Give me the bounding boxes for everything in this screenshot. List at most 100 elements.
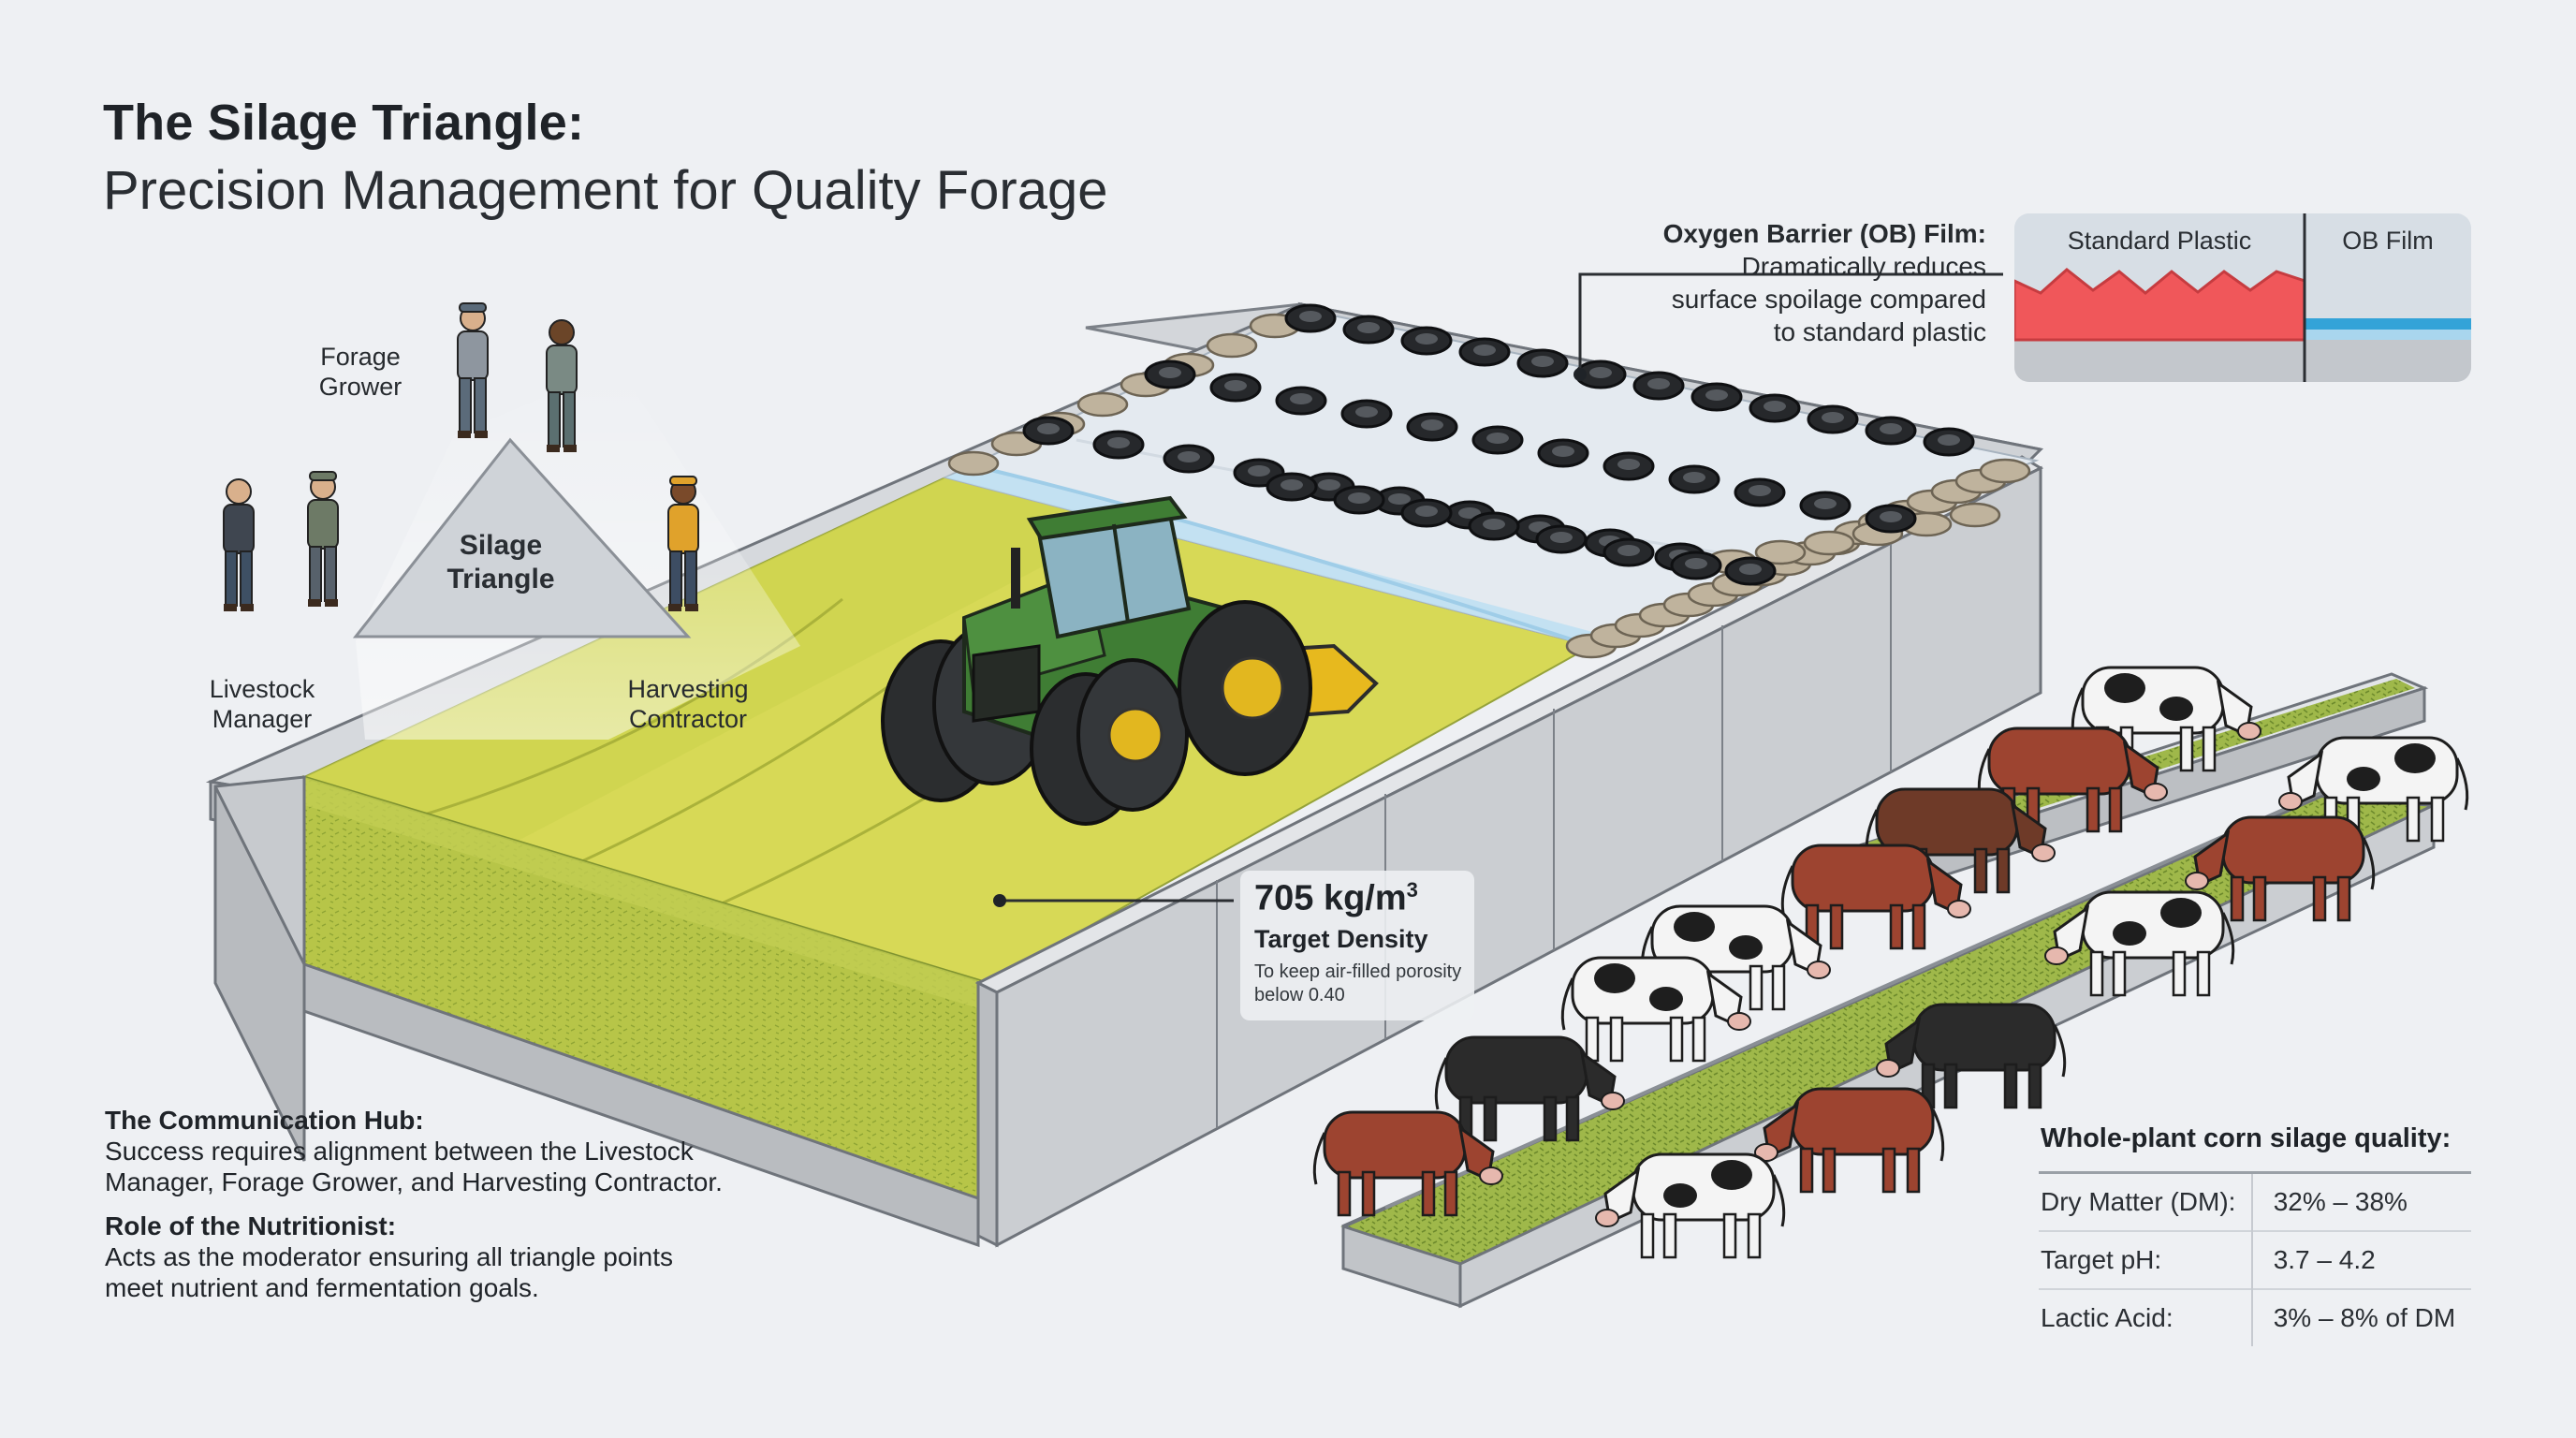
- tire-icon: [1400, 498, 1453, 528]
- tire-icon: [1670, 550, 1722, 580]
- hub-heading: The Communication Hub:: [105, 1106, 424, 1135]
- tire-icon: [1807, 404, 1859, 434]
- tire-icon: [1406, 412, 1458, 442]
- cow-icon: [1312, 1110, 1503, 1217]
- table-row: Target pH: 3.7 – 4.2: [2039, 1231, 2471, 1289]
- sandbag-icon: [1949, 502, 2001, 528]
- tire-icon: [1400, 326, 1453, 356]
- standard-plastic-label: Standard Plastic: [2067, 227, 2252, 255]
- tire-icon: [1724, 556, 1777, 586]
- density-value-text: 705 kg/m: [1254, 878, 1407, 918]
- tire-icon: [1163, 444, 1215, 474]
- tire-icon: [1603, 537, 1655, 567]
- tire-icon: [1471, 425, 1524, 455]
- tire-icon: [1468, 511, 1520, 541]
- tire-icon: [1632, 371, 1685, 401]
- tire-icon: [1266, 472, 1318, 502]
- tire-icon: [1690, 382, 1743, 412]
- density-label: Target Density: [1254, 925, 1428, 953]
- sandbag-icon: [1803, 530, 1855, 556]
- ob-text-line3: to standard plastic: [1773, 317, 1986, 346]
- person-icon: [307, 471, 339, 607]
- tire-icon: [1144, 360, 1196, 389]
- person-icon: [457, 302, 489, 438]
- density-note: To keep air-filled porosity below 0.40: [1254, 961, 1462, 1005]
- ob-heading: Oxygen Barrier (OB) Film:: [1662, 219, 1986, 248]
- tire-icon: [1284, 303, 1337, 333]
- tire-icon: [1516, 348, 1569, 378]
- cow-icon: [1865, 787, 2056, 894]
- forage-grower-label: Forage Grower: [318, 343, 402, 401]
- oxygen-barrier-callout: Oxygen Barrier (OB) Film: Dramatically r…: [1663, 217, 1986, 348]
- ob-comparison-panel: Standard Plastic OB Film: [2014, 213, 2471, 382]
- cow-icon: [1780, 844, 1971, 950]
- person-icon: [223, 478, 255, 611]
- nutritionist-text: Acts as the moderator ensuring all trian…: [105, 1242, 673, 1302]
- ob-text-line2: surface spoilage compared: [1671, 285, 1986, 314]
- tire-icon: [1668, 464, 1720, 494]
- page-title: The Silage Triangle:: [103, 95, 585, 151]
- density-exponent: 3: [1406, 878, 1418, 902]
- communication-hub-text: The Communication Hub: Success requires …: [105, 1105, 723, 1316]
- cow-icon: [1560, 956, 1751, 1063]
- tire-icon: [1537, 438, 1589, 468]
- sandbag-icon: [1979, 458, 2031, 484]
- quality-param: Target pH:: [2041, 1245, 2162, 1274]
- tire-icon: [1209, 373, 1262, 403]
- tire-icon: [1734, 477, 1786, 507]
- tire-icon: [1022, 303, 1975, 586]
- tire-icon: [1022, 416, 1075, 446]
- tire-icon: [1799, 491, 1852, 521]
- cow-icon: [1434, 1035, 1625, 1142]
- page-subtitle: Precision Management for Quality Forage: [103, 160, 1108, 221]
- hub-text: Success requires alignment between the L…: [105, 1137, 723, 1196]
- ob-film-label: OB Film: [2342, 227, 2434, 255]
- tire-icon: [1865, 416, 1917, 446]
- tractor-icon: [881, 495, 1379, 826]
- quality-table: Dry Matter (DM): 32% – 38% Target pH: 3.…: [2039, 1171, 2471, 1346]
- sandbag-icon: [1076, 391, 1129, 418]
- tire-icon: [1092, 430, 1145, 460]
- cow-icon: [2071, 666, 2261, 772]
- density-callout-box: [1240, 871, 1474, 1020]
- cow-icon: [1977, 726, 2168, 833]
- tire-icon: [1603, 451, 1655, 481]
- person-icon: [667, 476, 699, 611]
- ob-text-line1: Dramatically reduces: [1741, 252, 1986, 281]
- tire-icon: [1535, 524, 1588, 554]
- tire-icon: [1923, 427, 1975, 457]
- ob-comparison-graphic: [2014, 213, 2471, 382]
- silage-triangle-label: Silage Triangle: [446, 530, 555, 594]
- density-value: 705 kg/m3: [1254, 878, 1418, 919]
- tire-icon: [1340, 399, 1393, 429]
- person-icon: [223, 302, 699, 611]
- quality-param: Lactic Acid:: [2041, 1303, 2174, 1332]
- tire-icon: [1458, 337, 1511, 367]
- cow-icon: [1754, 1087, 1945, 1194]
- sandbag-icon: [947, 450, 1000, 477]
- table-row: Lactic Acid: 3% – 8% of DM: [2039, 1289, 2471, 1346]
- tire-icon: [1275, 386, 1327, 416]
- harvesting-contractor-label: Harvesting Contractor: [627, 675, 749, 733]
- table-row: Dry Matter (DM): 32% – 38%: [2039, 1172, 2471, 1231]
- sandbag-icon: [1754, 539, 1807, 565]
- quality-value: 3.7 – 4.2: [2250, 1231, 2471, 1289]
- quality-param: Dry Matter (DM):: [2041, 1187, 2236, 1216]
- cow-icon: [1595, 1152, 1786, 1259]
- livestock-manager-label: Livestock Manager: [209, 675, 315, 733]
- quality-heading: Whole-plant corn silage quality:: [2041, 1123, 2452, 1153]
- cow-icon: [1312, 666, 2469, 1259]
- tire-icon: [1865, 504, 1917, 534]
- person-icon: [546, 319, 578, 452]
- cow-icon: [2044, 890, 2235, 997]
- tire-icon: [1333, 485, 1385, 515]
- bunker-silo: [205, 301, 2044, 1248]
- tire-icon: [1749, 393, 1801, 423]
- callout-leaders: [993, 272, 2003, 907]
- silage-triangle-diagram: [352, 365, 800, 740]
- cow-icon: [1876, 1003, 2067, 1109]
- cow-icon: [1640, 904, 1831, 1011]
- nutritionist-heading: Role of the Nutritionist:: [105, 1211, 397, 1240]
- quality-value: 32% – 38%: [2250, 1172, 2471, 1231]
